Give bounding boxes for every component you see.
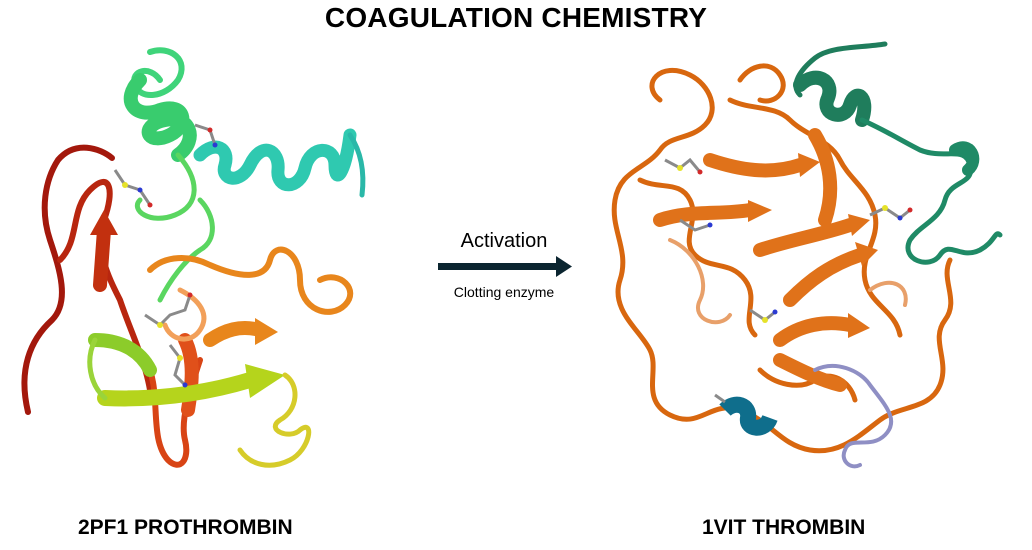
orange-sheet-2 [703, 153, 807, 178]
nitrogen-atoms [707, 215, 903, 315]
nitrogen-atoms [137, 142, 218, 388]
sulfur-atoms [122, 182, 183, 361]
green-helix [123, 73, 197, 162]
disulfide-sticks [113, 123, 217, 387]
yellow-coil [237, 372, 312, 468]
thrombin-caption: 1VIT THROMBIN [702, 516, 866, 539]
limegreen-coil [87, 337, 108, 401]
orange-sheet [203, 321, 267, 347]
orange-sheet-7 [773, 353, 847, 392]
thrombin-structure [611, 41, 1003, 469]
orange-red-sheet [178, 333, 199, 417]
activation-label: Activation [460, 230, 548, 252]
orange-arrowhead [255, 318, 278, 345]
red-arrow-strand [93, 223, 111, 292]
orange-coil-left [637, 177, 758, 338]
green-helix-top [793, 70, 872, 127]
green-helix-right [949, 141, 980, 176]
blue-helix [719, 396, 778, 436]
sulfur-atoms [677, 165, 888, 323]
light-orange-coil [162, 287, 207, 342]
orange-sheet-3 [753, 218, 857, 257]
lavender-coil [813, 364, 894, 469]
green-coil-top [131, 47, 185, 98]
yellowgreen-sheet [97, 372, 258, 407]
yellowgreen-arrowhead [245, 364, 285, 398]
prothrombin-caption: 2PF1 PROTHROMBIN [78, 516, 293, 539]
orange-sheet-1 [653, 203, 757, 227]
orange-arrowheads [748, 153, 878, 338]
green-coil-top [793, 41, 888, 98]
prothrombin-structure [21, 47, 366, 468]
orange-loop-top [737, 63, 786, 104]
orange-coil-outer [611, 67, 954, 454]
green-coil-right [859, 117, 1003, 265]
orange-sheet-6 [808, 128, 838, 227]
page-title: COAGULATION CHEMISTRY [324, 2, 708, 33]
red-arrowhead [90, 210, 118, 235]
teal-coil-end [347, 132, 366, 198]
clotting-enzyme-label: Clotting enzyme [453, 284, 555, 300]
teal-helix [193, 128, 357, 192]
orange-coil-inner [727, 97, 903, 338]
orange-sheet-5 [773, 316, 857, 347]
orange-sheet-4 [783, 248, 867, 307]
oxygen-atoms [147, 127, 213, 298]
yellowgreen-sheet-2 [88, 333, 157, 377]
light-orange-back-coils [668, 238, 908, 325]
activation-arrow [438, 256, 572, 277]
oxygen-atoms [697, 169, 913, 213]
red-coil [21, 144, 115, 415]
green-coil-mid [135, 152, 215, 303]
orange-coil [147, 246, 354, 315]
